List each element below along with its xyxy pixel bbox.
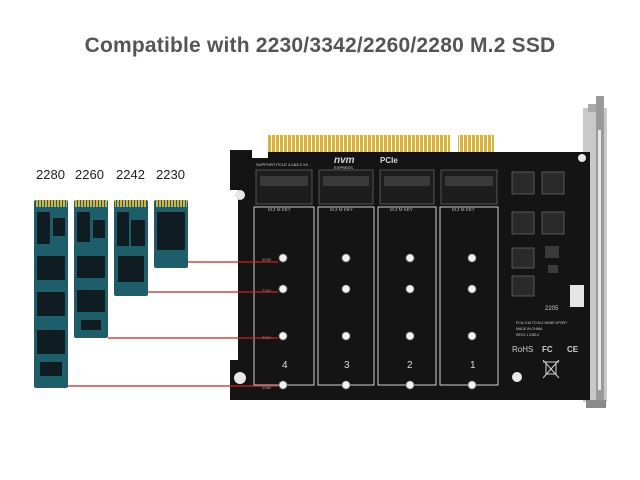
- standoff-holes: [278, 253, 477, 390]
- mount-hole-top-right: [578, 154, 586, 162]
- ssd-2260: [74, 200, 108, 338]
- mount-label-2280: 2280: [262, 385, 272, 390]
- mount-label-2242: 2242: [262, 288, 272, 293]
- mount-hole-bottom-right: [512, 372, 522, 382]
- slot-number-4: 4: [282, 360, 288, 371]
- board-made: MADE IN CHINA: [516, 327, 543, 331]
- support-text: SUPPORT PCI-E 4.0&3.0 X4: [256, 162, 309, 167]
- nvm-logo-sub: EXPRESS: [334, 165, 353, 170]
- power-header: [570, 285, 584, 307]
- pcb-board: [230, 150, 590, 400]
- ssd-2280: [34, 200, 68, 388]
- ssd-2230: [154, 200, 188, 268]
- pcie-logo: PCIe: [380, 156, 398, 165]
- ssd-size-label-2280: 2280: [36, 167, 65, 182]
- headline-title: Compatible with 2230/3342/2260/2280 M.2 …: [84, 34, 556, 57]
- mount-hole-bottom-left: [234, 372, 246, 384]
- mount-label-2230: 2230: [262, 257, 272, 262]
- power-components: [511, 171, 584, 307]
- pcie-gold-fingers: [268, 135, 494, 157]
- board-rev: REV2.1 22814: [516, 333, 539, 337]
- slot-number-1: 1: [470, 360, 476, 371]
- key-label-slot-4: M.2 M KEY: [268, 207, 291, 212]
- key-label-slot-2: M.2 M KEY: [390, 207, 413, 212]
- callout-lines: [68, 261, 278, 387]
- ssd-2242: [114, 200, 148, 296]
- mount-hole-top-left: [235, 190, 245, 200]
- board-code: 2205: [545, 306, 559, 312]
- weee-bin-icon: [542, 359, 560, 379]
- fc-mark: FC: [542, 345, 553, 354]
- ssd-size-label-2260: 2260: [75, 167, 104, 182]
- ce-mark: CE: [567, 345, 579, 354]
- key-label-slot-3: M.2 M KEY: [330, 207, 353, 212]
- m2-connectors: [255, 169, 498, 205]
- key-label-slot-1: M.2 M KEY: [452, 207, 475, 212]
- rohs-mark: RoHS: [512, 345, 533, 354]
- board-desc: PCIe X16 TO M.2 NVME 4PORT: [516, 321, 568, 325]
- ssd-size-label-2242: 2242: [116, 167, 145, 182]
- slot-number-3: 3: [344, 360, 350, 371]
- ssd-size-label-2230: 2230: [156, 167, 185, 182]
- nvm-logo: nvm: [334, 155, 355, 166]
- slot-number-2: 2: [407, 360, 413, 371]
